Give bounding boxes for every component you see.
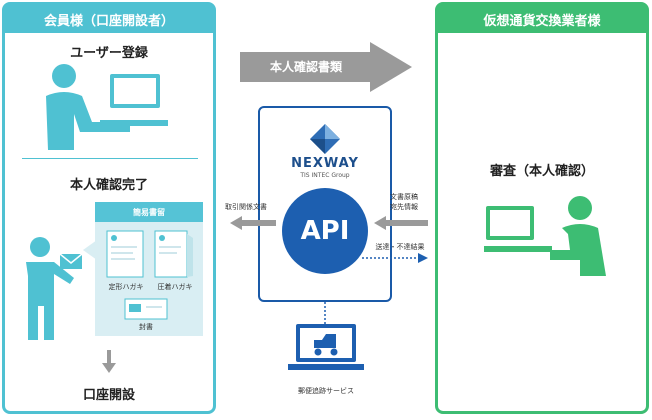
document-arrow: [240, 42, 412, 92]
address-info-label: 宛先情報: [390, 203, 418, 211]
envelope-icon: [124, 298, 168, 320]
divider: [22, 158, 198, 159]
left-arrow: [230, 216, 276, 230]
api-circle: API: [282, 188, 368, 274]
incoming-arrow: [374, 216, 428, 230]
review-label: 審査（本人確認）: [489, 164, 594, 179]
pointer-triangle: [83, 240, 97, 260]
standard-postcard-label: 定形ハガキ: [108, 283, 144, 291]
person-with-letter-icon: [26, 237, 83, 340]
down-arrow: [102, 350, 116, 373]
envelope-label: 封書: [139, 323, 153, 331]
transaction-docs-label: 取引関係文書: [225, 203, 267, 211]
account-opening-label: 口座開設: [82, 388, 135, 403]
delivery-result-label: 送達・不達結果: [375, 243, 425, 251]
postal-tracking-label: 郵便追跡サービス: [298, 387, 354, 395]
nexway-logo-icon: [310, 124, 340, 154]
exchange-panel: 仮想通貨交換業者様: [435, 2, 649, 414]
exchange-panel-title: 仮想通貨交換業者様: [438, 5, 646, 33]
document-arrow-label: 本人確認書類: [269, 60, 342, 74]
member-panel-title: 会員様（口座開設者）: [5, 5, 213, 33]
registered-mail-title: 簡易書留: [95, 202, 203, 222]
nexway-logo-text: NEXWAY: [291, 156, 359, 171]
user-laptop-icon: [46, 64, 168, 150]
standard-postcard-icon: [106, 230, 144, 278]
identity-complete-label: 本人確認完了: [69, 178, 148, 193]
tracking-connector: [324, 302, 326, 326]
result-dotted-arrow: [362, 253, 428, 263]
user-registration-label: ユーザー登録: [70, 46, 148, 61]
nexway-logo-sub: TIS INTEC Group: [300, 172, 350, 179]
sealed-postcard-label: 圧着ハガキ: [157, 283, 193, 291]
doc-draft-label: 文書原稿: [390, 193, 418, 201]
member-panel: 会員様（口座開設者）: [2, 2, 216, 414]
tracking-laptop-icon: [288, 324, 364, 370]
sealed-postcard-icon: [154, 230, 193, 278]
reviewer-laptop-icon: [484, 196, 606, 276]
